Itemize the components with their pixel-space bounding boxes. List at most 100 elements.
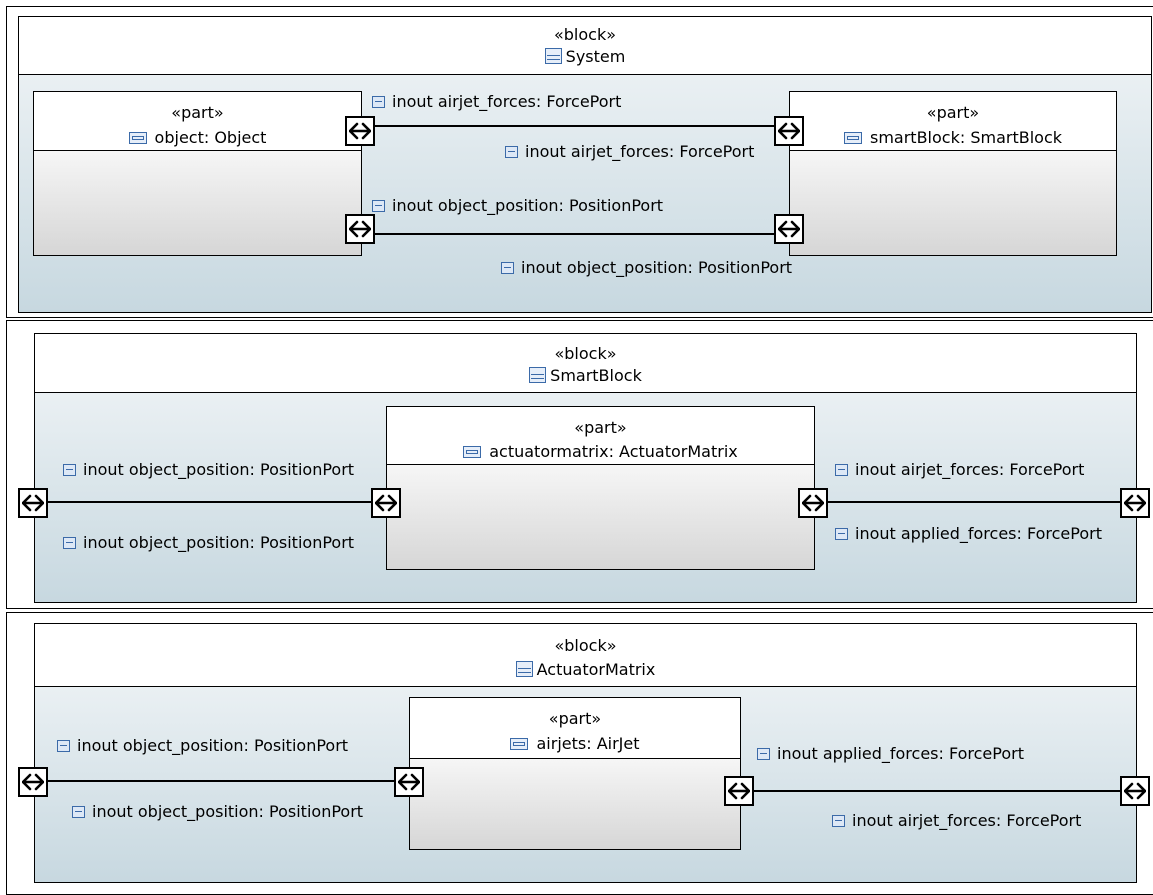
flow-property-icon <box>832 815 845 827</box>
port-label: inout object_position: PositionPort <box>57 736 348 755</box>
port-label-text: inout object_position: PositionPort <box>392 196 664 215</box>
port-label-text: inout airjet_forces: ForcePort <box>392 92 622 111</box>
bidirectional-arrow-icon <box>22 494 44 512</box>
part-header: «part» actuatormatrix: ActuatorMatrix <box>387 407 814 465</box>
port-label-text: inout object_position: PositionPort <box>83 460 355 479</box>
part-name-text: smartBlock: SmartBlock <box>870 128 1062 147</box>
part-name: object: Object <box>34 128 361 147</box>
part-actuatormatrix[interactable]: «part» actuatormatrix: ActuatorMatrix <box>386 406 815 570</box>
part-name-text: object: Object <box>154 128 267 147</box>
block-stereotype: «block» <box>554 344 617 363</box>
bidirectional-arrow-icon <box>1124 494 1146 512</box>
flow-property-icon <box>372 96 385 108</box>
flow-property-icon <box>72 806 85 818</box>
flow-property-icon <box>63 464 76 476</box>
bidirectional-arrow-icon <box>1124 782 1146 800</box>
part-compartment <box>410 759 740 849</box>
port-label-text: inout object_position: PositionPort <box>92 802 364 821</box>
port-object-airjet-forces[interactable] <box>345 116 375 146</box>
bidirectional-arrow-icon <box>349 122 371 140</box>
part-stereotype: «part» <box>926 103 980 122</box>
port-label: inout object_position: PositionPort <box>501 258 792 277</box>
block-header: «block» SmartBlock <box>35 334 1136 393</box>
connector-object-position[interactable] <box>375 233 774 235</box>
flow-property-icon <box>757 748 770 760</box>
connector-airjet-forces[interactable] <box>826 501 1122 503</box>
part-compartment <box>34 151 361 255</box>
part-name: smartBlock: SmartBlock <box>790 128 1116 147</box>
part-name: actuatormatrix: ActuatorMatrix <box>387 442 814 461</box>
flow-property-icon <box>63 537 76 549</box>
block-name: SmartBlock <box>35 366 1136 385</box>
flow-property-icon <box>372 200 385 212</box>
part-icon <box>844 132 862 144</box>
port-label-text: inout airjet_forces: ForcePort <box>525 142 755 161</box>
part-stereotype: «part» <box>171 103 224 122</box>
part-stereotype: «part» <box>548 709 602 728</box>
flow-property-icon <box>835 464 848 476</box>
block-header: «block» ActuatorMatrix <box>35 624 1136 687</box>
port-label: inout object_position: PositionPort <box>372 196 663 215</box>
block-header: «block» System <box>19 17 1151 75</box>
port-label: inout airjet_forces: ForcePort <box>835 460 1084 479</box>
part-object[interactable]: «part» object: Object <box>33 91 362 256</box>
port-label: inout applied_forces: ForcePort <box>757 744 1024 763</box>
bidirectional-arrow-icon <box>349 220 371 238</box>
part-name: airjets: AirJet <box>410 734 740 753</box>
port-label-text: inout object_position: PositionPort <box>521 258 793 277</box>
part-name-text: airjets: AirJet <box>536 734 640 753</box>
port-object-object-position[interactable] <box>345 214 375 244</box>
port-airjets-object-position[interactable] <box>394 767 424 797</box>
port-label-text: inout airjet_forces: ForcePort <box>852 811 1082 830</box>
port-airjets-applied-forces[interactable] <box>724 776 754 806</box>
port-smartblock-object-position[interactable] <box>774 214 804 244</box>
flow-property-icon <box>501 262 514 274</box>
part-icon <box>128 132 147 144</box>
bidirectional-arrow-icon <box>802 494 824 512</box>
port-label: inout object_position: PositionPort <box>63 460 354 479</box>
connector-applied-forces[interactable] <box>754 790 1122 792</box>
port-boundary-object-position[interactable] <box>18 767 48 797</box>
block-icon <box>544 48 562 64</box>
block-stereotype: «block» <box>554 636 617 655</box>
part-compartment <box>790 151 1116 255</box>
part-header: «part» smartBlock: SmartBlock <box>790 92 1116 151</box>
port-label-text: inout applied_forces: ForcePort <box>777 744 1024 763</box>
port-smartblock-airjet-forces[interactable] <box>774 116 804 146</box>
flow-property-icon <box>505 146 518 158</box>
port-label: inout object_position: PositionPort <box>63 533 354 552</box>
part-stereotype: «part» <box>574 418 627 437</box>
connector-object-position[interactable] <box>33 780 396 782</box>
port-actuatormatrix-airjet-forces[interactable] <box>798 488 828 518</box>
bidirectional-arrow-icon <box>728 782 750 800</box>
port-boundary-applied-forces[interactable] <box>1120 776 1150 806</box>
connector-object-position[interactable] <box>33 501 374 503</box>
port-label-text: inout object_position: PositionPort <box>83 533 355 552</box>
part-header: «part» object: Object <box>34 92 361 151</box>
port-boundary-object-position[interactable] <box>18 488 48 518</box>
port-label: inout applied_forces: ForcePort <box>835 524 1102 543</box>
part-smartblock[interactable]: «part» smartBlock: SmartBlock <box>789 91 1117 256</box>
connector-airjet-forces[interactable] <box>375 125 774 127</box>
block-name: System <box>19 47 1151 66</box>
flow-property-icon <box>57 740 70 752</box>
port-actuatormatrix-object-position[interactable] <box>371 488 401 518</box>
bidirectional-arrow-icon <box>398 773 420 791</box>
port-label: inout airjet_forces: ForcePort <box>505 142 754 161</box>
flow-property-icon <box>835 528 848 540</box>
port-label-text: inout applied_forces: ForcePort <box>855 524 1102 543</box>
part-icon <box>463 446 482 458</box>
block-name-text: ActuatorMatrix <box>536 660 656 679</box>
part-airjets[interactable]: «part» airjets: AirJet <box>409 697 741 850</box>
block-name-text: System <box>565 47 626 66</box>
block-stereotype: «block» <box>553 25 617 44</box>
port-label-text: inout airjet_forces: ForcePort <box>855 460 1085 479</box>
bidirectional-arrow-icon <box>778 122 800 140</box>
block-icon <box>529 367 547 383</box>
block-name-text: SmartBlock <box>550 366 642 385</box>
part-icon <box>510 738 529 750</box>
part-compartment <box>387 465 814 569</box>
port-boundary-airjet-forces[interactable] <box>1120 488 1150 518</box>
port-label: inout object_position: PositionPort <box>72 802 363 821</box>
part-header: «part» airjets: AirJet <box>410 698 740 759</box>
